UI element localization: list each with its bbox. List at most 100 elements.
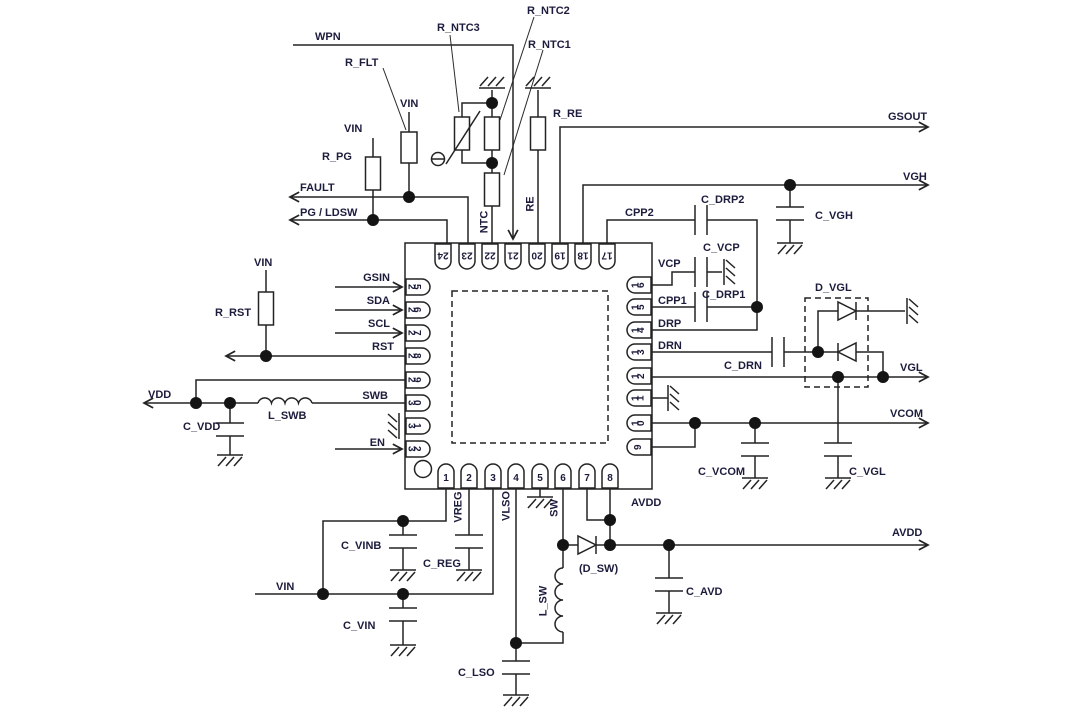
pin-vlso-label: VLSO — [501, 491, 513, 521]
c-drn-capacitor — [771, 337, 785, 367]
pin-31 — [405, 417, 431, 435]
pin-16-number: 16 — [630, 282, 647, 288]
ground — [502, 694, 530, 707]
pin-12 — [626, 367, 652, 385]
l-swb-label: L_SWB — [268, 410, 307, 422]
c-vcp-label: C_VCP — [703, 242, 740, 254]
pin-25-number: 25 — [405, 284, 422, 290]
r-flt-label: R_FLT — [345, 57, 379, 69]
r-flt-resistor — [400, 131, 418, 164]
d-sw-label: (D_SW) — [579, 563, 618, 575]
r-re-label: R_RE — [553, 108, 582, 120]
ground — [524, 76, 552, 89]
pin-23 — [458, 243, 476, 270]
c-vinb-capacitor — [389, 534, 417, 549]
r-rst-resistor — [257, 291, 275, 326]
ground — [824, 477, 852, 490]
r-ntc1-label: R_NTC1 — [528, 39, 571, 51]
pin-17-number: 17 — [601, 250, 613, 261]
r-pg-resistor — [364, 156, 382, 191]
r-flt-leader — [382, 67, 407, 131]
pin-30-number: 30 — [405, 400, 422, 406]
net-avdd-label: AVDD — [892, 527, 922, 539]
junction — [749, 417, 761, 429]
ic-package: 24 23 22 21 20 19 18 17 25 26 27 28 29 3… — [404, 242, 653, 490]
vin-label-rst: VIN — [254, 257, 272, 269]
net-vin-label-bottom: VIN — [276, 581, 294, 593]
net-fault-wire — [288, 191, 469, 243]
pin-rst-label: RST — [372, 341, 394, 353]
pin-1 — [437, 463, 455, 489]
net-vdd-label: VDD — [148, 389, 171, 401]
net-wpn-label: WPN — [315, 31, 341, 43]
pin-26-number: 26 — [405, 307, 422, 313]
junction — [784, 179, 796, 191]
ground — [906, 297, 919, 325]
ic-body — [404, 242, 653, 490]
pin-22-number: 22 — [484, 250, 496, 261]
pin-16 — [626, 276, 652, 294]
pin-32 — [405, 440, 431, 458]
net-vgh-wire — [582, 179, 930, 243]
components — [216, 76, 919, 707]
pin-27-number: 27 — [405, 330, 422, 336]
net-gsout-wire — [559, 121, 930, 243]
pin-en-label: EN — [370, 437, 385, 449]
vin-label-flt: VIN — [400, 98, 418, 110]
d-sw-diode — [577, 534, 598, 556]
r-ntc2-label: R_NTC2 — [527, 5, 570, 17]
c-drp1-capacitor — [694, 292, 708, 322]
pin-20-number: 20 — [531, 250, 543, 261]
dvgl-bottom-wire — [856, 351, 884, 377]
pin-7-number: 7 — [584, 473, 590, 484]
pin-re-label: RE — [525, 196, 537, 211]
l-sw-inductor — [554, 567, 564, 633]
net-pgldsw-label: PG / LDSW — [300, 207, 358, 219]
pin-2-number: 2 — [466, 473, 472, 484]
pin-14 — [626, 321, 652, 339]
pin-swb-label: SWB — [362, 390, 388, 402]
pin-5 — [531, 463, 549, 489]
pin9-link-wire — [652, 423, 696, 448]
c-drn-label: C_DRN — [724, 360, 762, 372]
pin-10-number: 10 — [630, 420, 647, 426]
labels: WPN R_NTC3 R_NTC2 R_NTC1 R_FLT VIN VIN R… — [148, 5, 927, 679]
net-fault-label: FAULT — [300, 182, 335, 194]
ground — [776, 242, 804, 255]
thermistor-diagonal — [445, 110, 481, 165]
r-ntc1-leader — [503, 49, 544, 176]
pin-6 — [554, 463, 572, 489]
net-cpp2-wire — [606, 219, 695, 243]
c-vgh-label: C_VGH — [815, 210, 853, 222]
l-sw-label: L_SW — [538, 585, 550, 616]
ground — [667, 384, 680, 412]
c-vcom-label: C_VCOM — [698, 466, 745, 478]
pin-32-number: 32 — [405, 446, 422, 452]
ground — [389, 569, 417, 582]
net-wpn-wire — [293, 44, 519, 241]
pin-29-number: 29 — [405, 377, 422, 383]
c-vdd-label: C_VDD — [183, 421, 220, 433]
c-vinb-label: C_VINB — [341, 540, 381, 552]
junction — [812, 346, 824, 358]
r-ntc1-resistor — [483, 172, 501, 207]
junction — [397, 588, 409, 600]
pin-drp-label: DRP — [658, 318, 681, 330]
r-ntc3-leader — [449, 34, 460, 113]
pin-cpp1-label: CPP1 — [658, 295, 687, 307]
pin-19-number: 19 — [554, 250, 566, 261]
c-lso-label: C_LSO — [458, 667, 495, 679]
pin-11 — [626, 389, 652, 407]
junction — [403, 191, 415, 203]
net-vgh-label: VGH — [903, 171, 927, 183]
c-lso-capacitor — [502, 660, 530, 675]
pin29-vdd-wire — [195, 379, 405, 403]
l-sw-bottom-wire — [516, 632, 564, 644]
pin-5-number: 5 — [537, 473, 543, 484]
pin-13-number: 13 — [630, 349, 647, 355]
pin-31-number: 31 — [405, 423, 422, 429]
pin-scl-label: SCL — [368, 318, 390, 330]
pin1-indicator-icon — [413, 459, 433, 479]
pin-sda-label: SDA — [367, 295, 390, 307]
ground — [478, 76, 506, 89]
